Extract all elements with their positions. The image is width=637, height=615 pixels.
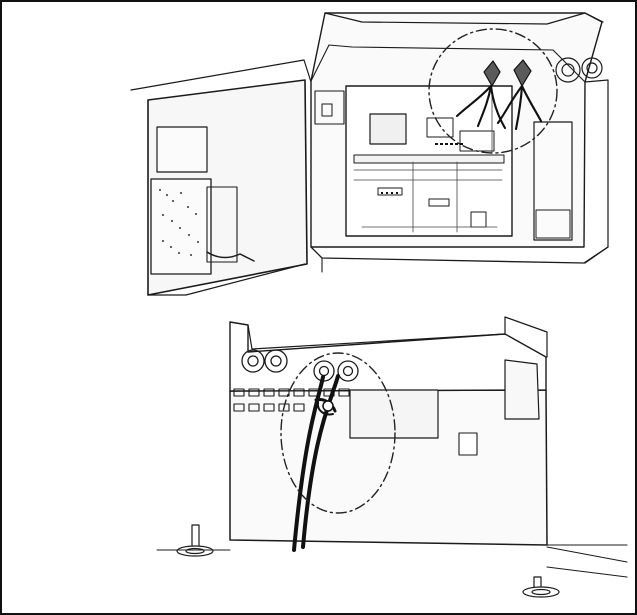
enclosure-inner-ledge [310, 44, 586, 83]
enclosure-rings [555, 57, 603, 83]
board-pins [381, 143, 463, 194]
lower-connector-a [377, 187, 403, 196]
door-right-bracket [206, 186, 238, 263]
cable-box-back-wall [247, 316, 548, 358]
top-enclosure-illustration [130, 12, 609, 296]
transformer-block [369, 113, 407, 145]
bottom-cable-entry-illustration [156, 316, 628, 598]
door-lower-module [150, 178, 212, 275]
door-module-dots [159, 189, 199, 256]
left-side-module [314, 90, 345, 125]
door-upper-module [156, 126, 208, 173]
control-chip-a [426, 117, 454, 138]
door-lower-edge [147, 263, 306, 296]
small-latch [458, 432, 478, 456]
top-callout-ellipse [428, 28, 558, 154]
cable-box-top-face [229, 321, 547, 392]
bottom-cable-pair [292, 374, 340, 552]
enclosure-bottom-front [310, 246, 609, 264]
right-side-flap [504, 359, 540, 420]
gland-teeth [233, 388, 350, 412]
entry-holes [241, 349, 359, 382]
mounting-feet [176, 524, 560, 598]
left-side-switch [321, 103, 333, 117]
top-right-cable-bundle [455, 59, 543, 131]
board-divider-strip [353, 154, 505, 164]
door-hinge-wire [206, 251, 255, 262]
bottom-callout-ellipse [280, 352, 396, 514]
lower-base-lines [156, 544, 628, 578]
right-side-cover [533, 121, 573, 241]
door-top-edge [130, 59, 312, 91]
board-traces [353, 91, 503, 233]
right-terminal-block [535, 209, 571, 239]
lower-connector-b [428, 198, 450, 207]
enclosure-right-edge [584, 79, 609, 264]
enclosure-top-rim [324, 12, 604, 25]
